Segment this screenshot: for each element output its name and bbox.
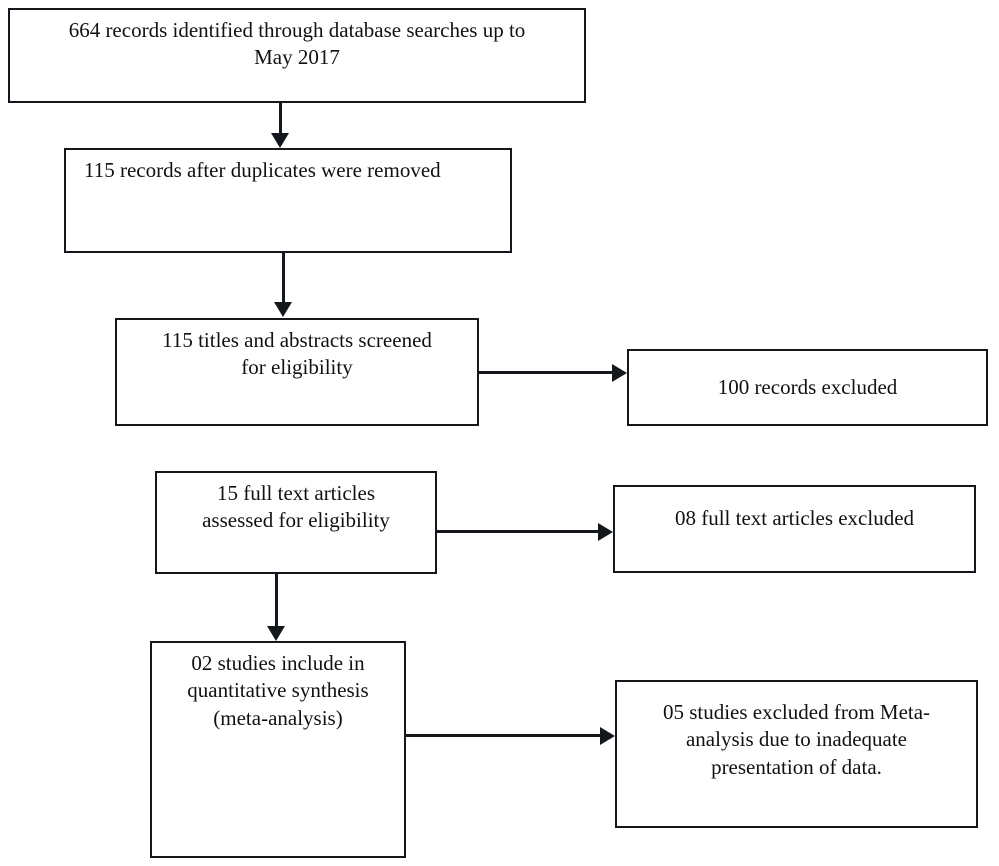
arrow-identified-to-duplicates-line: [279, 103, 282, 136]
arrow-right-icon: [612, 364, 627, 382]
node-records-after-duplicates: 115 records after duplicates were remove…: [64, 148, 512, 253]
node-studies-included-label: 02 studies include in quantitative synth…: [187, 651, 369, 730]
node-studies-excluded-meta-label: 05 studies excluded from Meta- analysis …: [662, 700, 931, 779]
arrow-right-icon: [600, 727, 615, 745]
arrow-included-to-meta-excluded-line: [405, 734, 603, 737]
arrow-down-icon: [274, 302, 292, 317]
node-titles-abstracts-screened-label: 115 titles and abstracts screened for el…: [162, 328, 432, 380]
node-fulltext-excluded: 08 full text articles excluded: [613, 485, 976, 573]
arrow-fulltext-to-fulltext-excluded-line: [436, 530, 600, 533]
node-records-excluded: 100 records excluded: [627, 349, 988, 426]
arrow-screened-to-records-excluded-line: [478, 371, 615, 374]
node-records-after-duplicates-label: 115 records after duplicates were remove…: [84, 158, 441, 182]
arrow-fulltext-to-included-line: [275, 574, 278, 628]
arrow-right-icon: [598, 523, 613, 541]
node-records-identified: 664 records identified through database …: [8, 8, 586, 103]
node-fulltext-assessed: 15 full text articles assessed for eligi…: [155, 471, 437, 574]
node-records-identified-label: 664 records identified through database …: [68, 18, 526, 70]
arrow-down-icon: [267, 626, 285, 641]
node-studies-excluded-meta: 05 studies excluded from Meta- analysis …: [615, 680, 978, 828]
node-fulltext-excluded-label: 08 full text articles excluded: [674, 506, 915, 530]
arrow-down-icon: [271, 133, 289, 148]
node-studies-included: 02 studies include in quantitative synth…: [150, 641, 406, 858]
node-records-excluded-label: 100 records excluded: [717, 374, 898, 399]
arrow-duplicates-to-screened-line: [282, 253, 285, 304]
node-fulltext-assessed-label: 15 full text articles assessed for eligi…: [202, 481, 390, 533]
node-titles-abstracts-screened: 115 titles and abstracts screened for el…: [115, 318, 479, 426]
